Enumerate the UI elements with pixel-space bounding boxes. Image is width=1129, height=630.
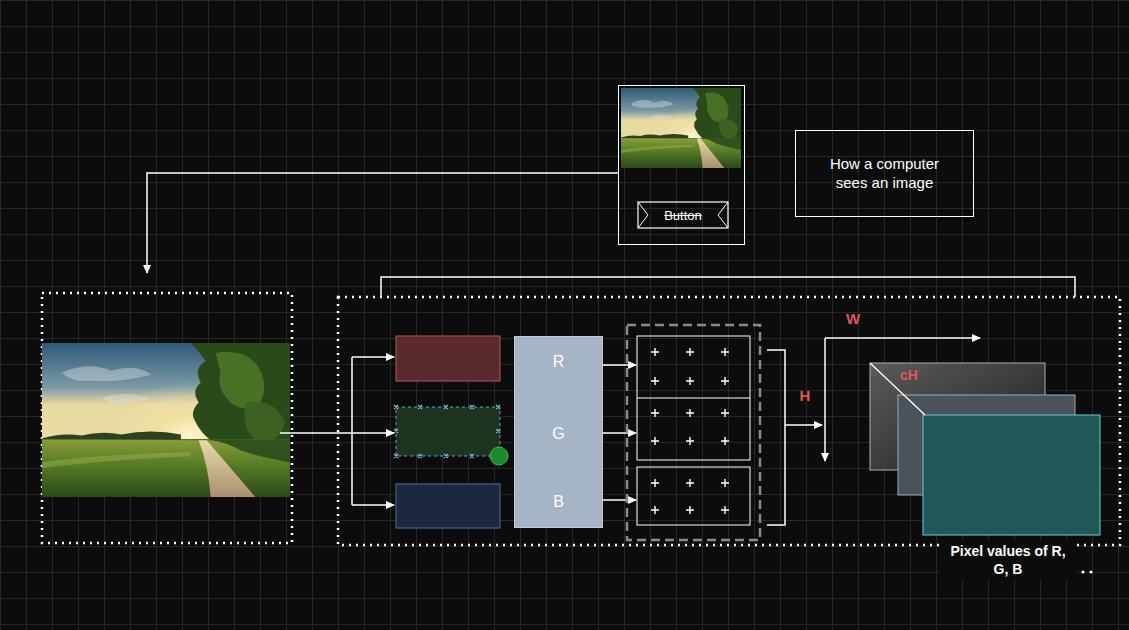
channel-layer <box>923 415 1100 535</box>
flow-arrow <box>785 424 822 426</box>
selection-handles <box>394 405 500 458</box>
dashed-frame <box>627 325 760 540</box>
leader-arrow <box>147 173 618 273</box>
flow-arrow <box>603 432 636 434</box>
pixel-grid <box>637 336 750 460</box>
dotted-frame <box>42 293 292 543</box>
pixel-grid <box>637 467 750 525</box>
button-outline <box>638 202 728 228</box>
landscape-thumbnail <box>621 88 741 168</box>
button-text: Button <box>643 203 723 229</box>
split-arrow <box>352 432 394 434</box>
channel-letter: G <box>515 423 602 445</box>
group-bracket <box>381 277 1075 297</box>
button-cross <box>638 202 728 228</box>
green-channel <box>396 407 500 456</box>
split-line <box>351 357 353 505</box>
depth-line <box>870 363 925 415</box>
channel-letter: R <box>515 351 602 373</box>
resize-handle <box>490 447 508 465</box>
rgb-box: R G B <box>514 336 603 528</box>
title-text: How a computer sees an image <box>822 155 947 193</box>
ellipsis-dot <box>1089 570 1092 573</box>
flow-arrow <box>603 499 636 501</box>
title-box: How a computer sees an image <box>795 130 974 217</box>
width-axis <box>825 337 980 339</box>
grid-divider <box>637 398 750 399</box>
split-arrow <box>352 356 394 358</box>
axis-label: W <box>838 309 868 329</box>
red-channel <box>396 336 500 381</box>
landscape-photo <box>42 343 290 497</box>
flow-arrow <box>603 364 636 366</box>
preview-card: Button <box>618 85 745 245</box>
bracket <box>767 350 785 525</box>
split-line <box>280 432 352 434</box>
split-arrow <box>352 504 394 506</box>
blue-channel <box>396 484 500 528</box>
dotted-frame <box>338 297 1120 545</box>
axis-label: cH <box>894 366 924 384</box>
channel-letter: B <box>515 491 602 513</box>
caption-text: Pixel values of R, G, B <box>940 541 1076 579</box>
height-axis <box>824 338 826 461</box>
pixel-markers <box>651 348 729 514</box>
axis-label: H <box>794 386 816 406</box>
ellipsis-dot <box>1081 570 1084 573</box>
